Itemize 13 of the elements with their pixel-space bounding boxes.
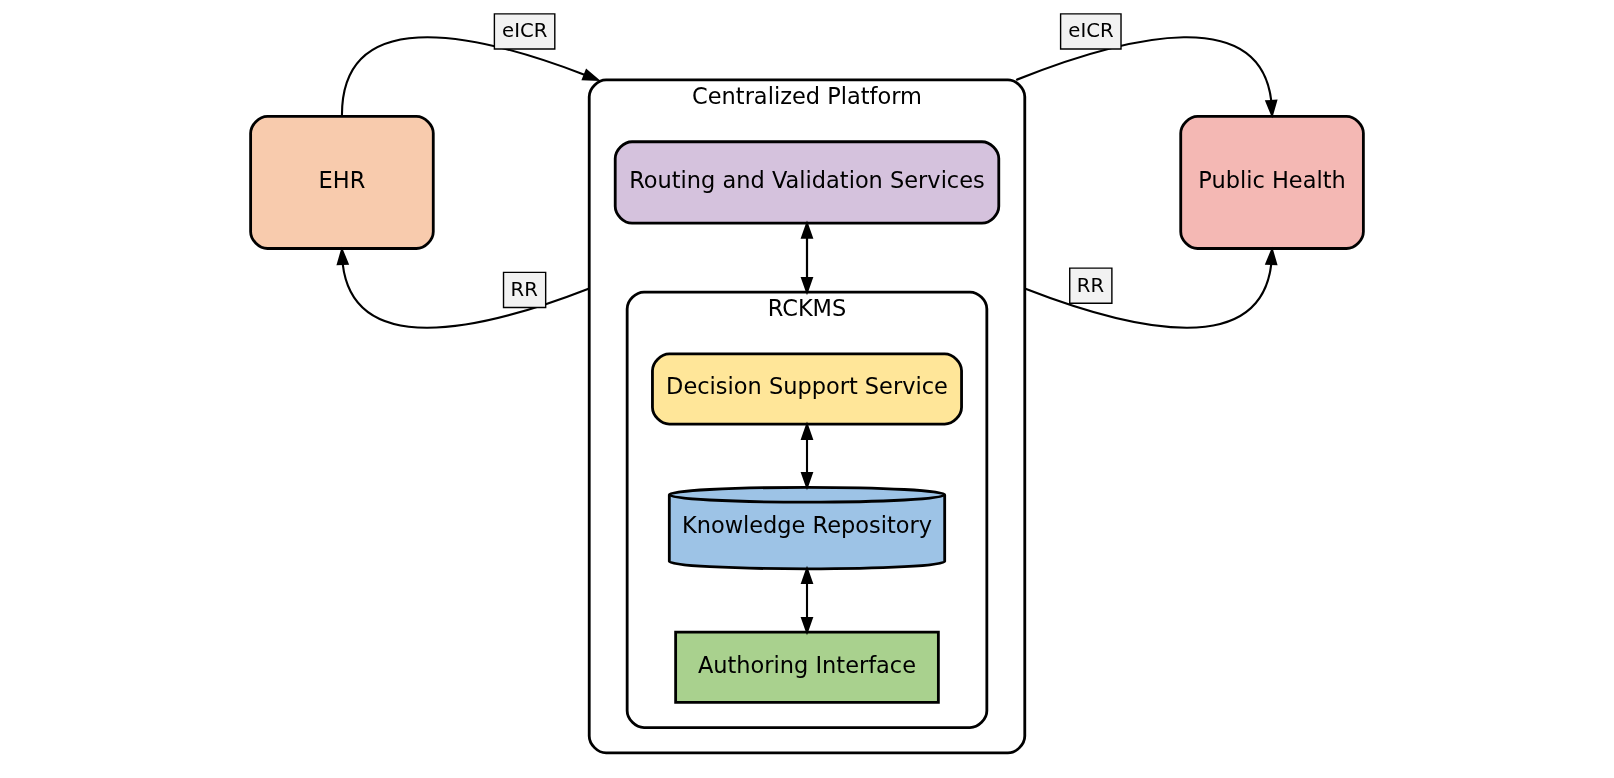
node-box: Authoring Interface	[674, 630, 940, 704]
arrow	[1015, 36, 1278, 119]
node-box: Decision Support Service	[651, 352, 963, 426]
edge-label: eICR	[1068, 19, 1114, 43]
arrow	[800, 565, 814, 636]
edge-label: RR	[510, 277, 538, 301]
node-box: EHR	[249, 115, 435, 250]
edge-label: RR	[1076, 273, 1105, 297]
node-box: Routing and Validation Services	[613, 140, 1001, 225]
edge-label: eICR	[502, 19, 548, 43]
arrow	[340, 36, 601, 116]
node-box: Public Health	[1179, 115, 1365, 250]
arrow	[800, 421, 814, 491]
